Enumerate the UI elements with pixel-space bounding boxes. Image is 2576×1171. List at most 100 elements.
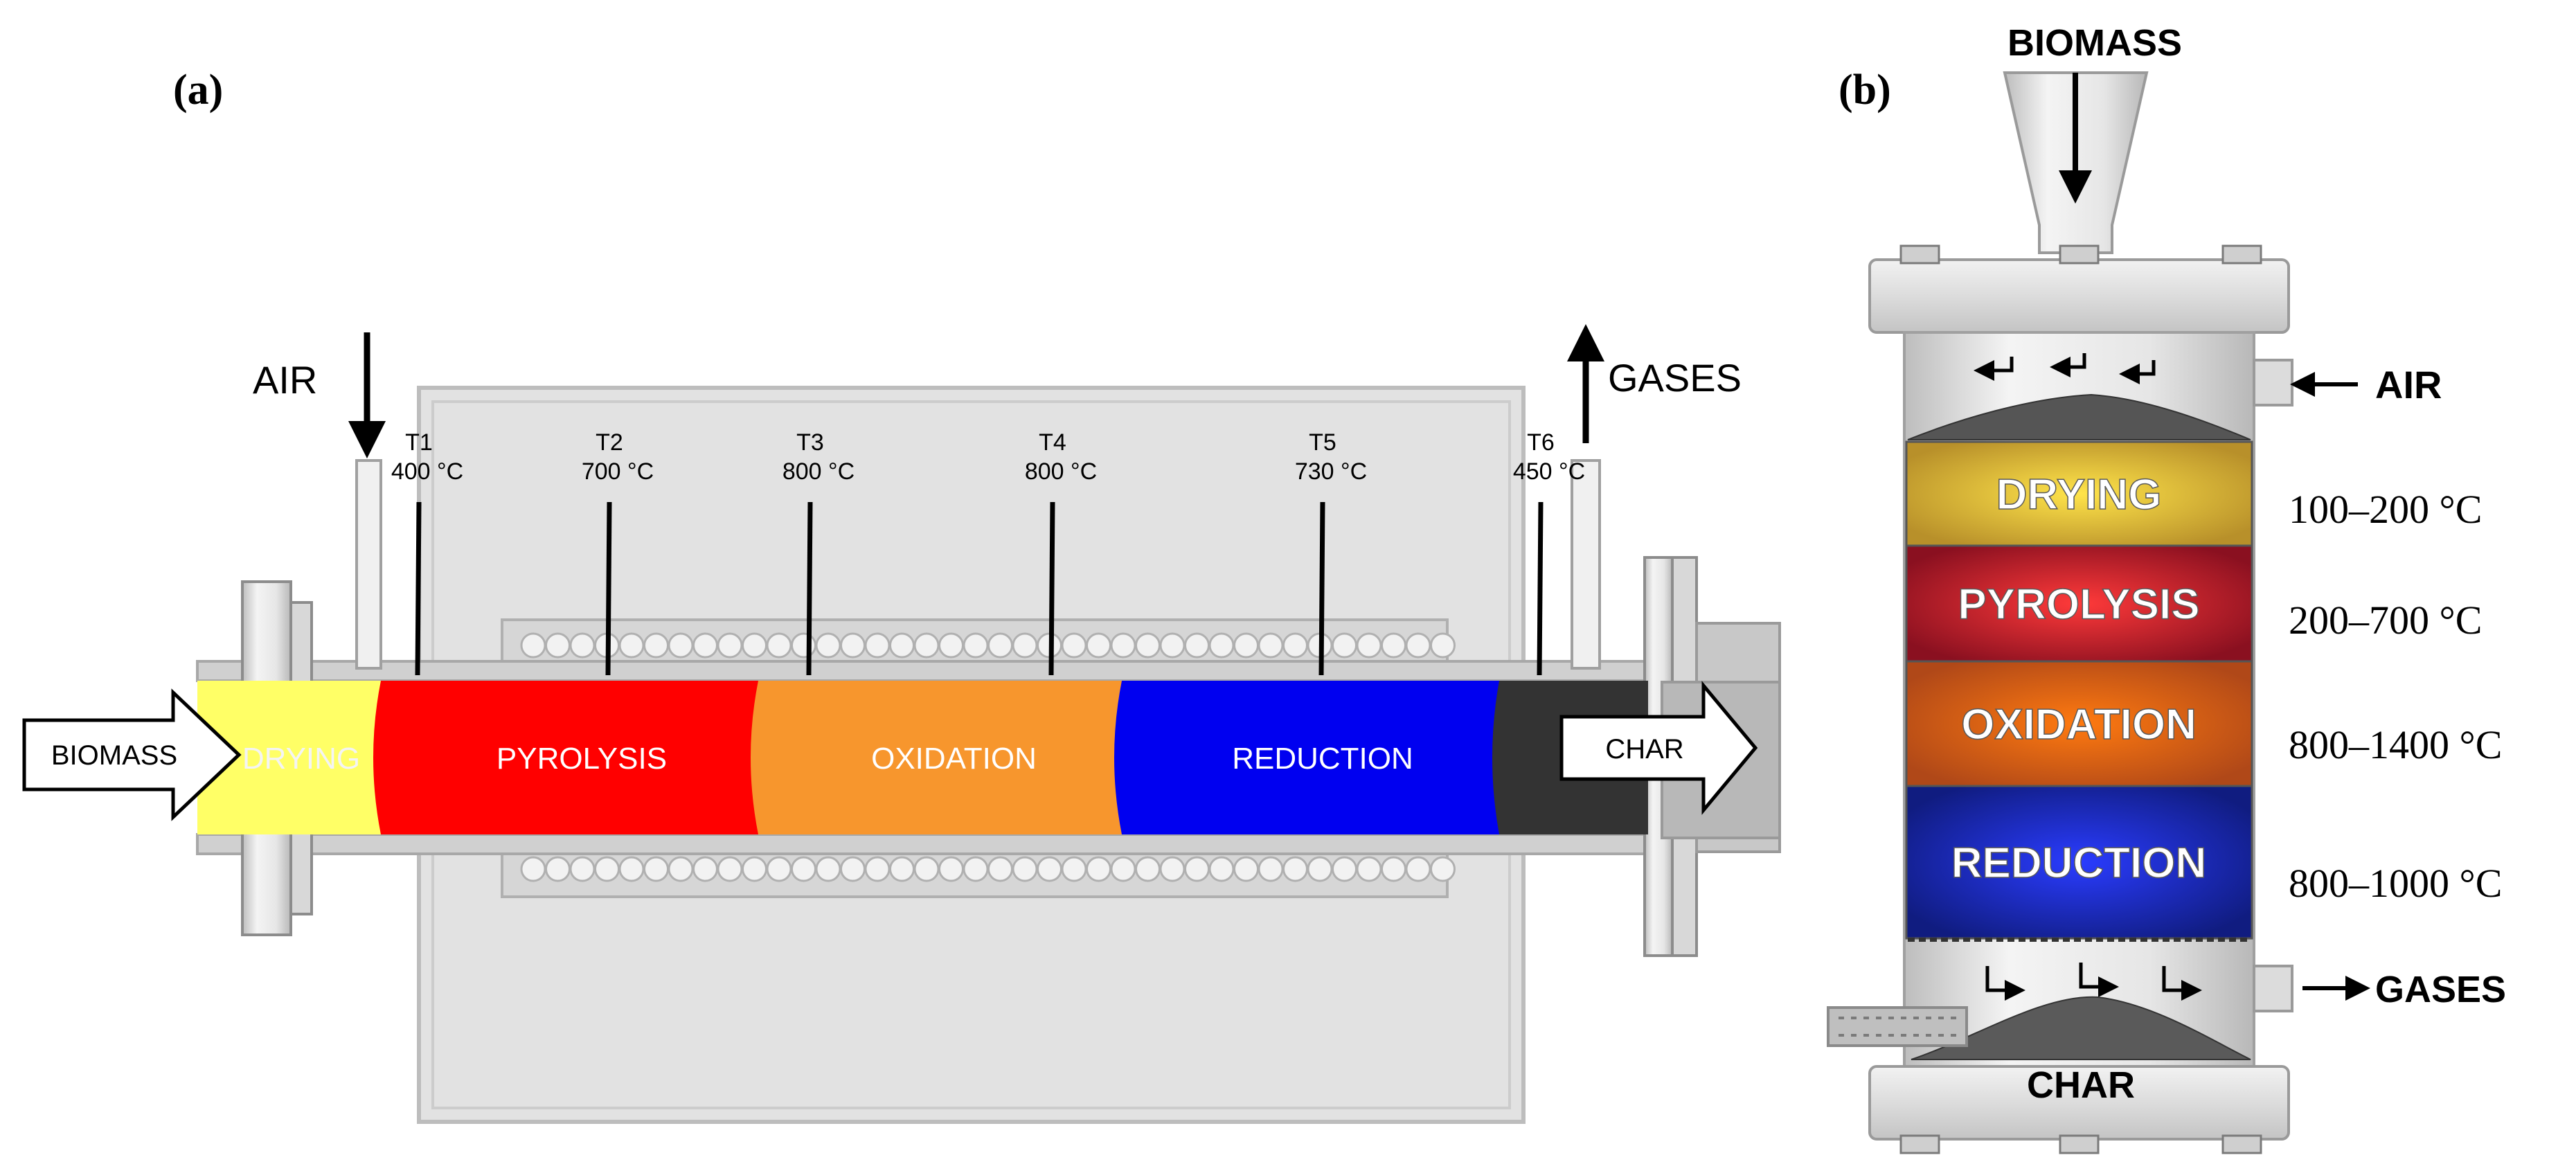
char-outlet-label: CHAR <box>1605 734 1683 765</box>
zone-b-oxidation: OXIDATION <box>1905 660 2253 787</box>
heater-coil <box>938 856 964 882</box>
zone-fill <box>197 681 391 834</box>
heater-coil <box>520 856 546 882</box>
reactor-zones: DRYING PYROLYSIS OXIDATION REDUCTION <box>197 681 1648 834</box>
char-outlet-arrow <box>1559 681 1758 815</box>
zone-pyrolysis: PYROLYSIS <box>373 681 769 834</box>
thermocouple-name: T5 <box>1309 429 1336 456</box>
heater-coil <box>1110 856 1136 882</box>
heater-coil <box>545 856 571 882</box>
gas-outlet-label-b: GASES <box>2375 969 2506 1010</box>
heater-coil <box>1135 856 1161 882</box>
thermocouple-name: T2 <box>596 429 623 456</box>
air-inlet-pipe <box>2253 359 2293 406</box>
heater-coil <box>963 632 989 659</box>
zone-label: PYROLYSIS <box>1958 581 2199 629</box>
zone-label: OXIDATION <box>871 742 1037 776</box>
heater-coil <box>791 632 816 659</box>
zone-label: DRYING <box>242 742 360 776</box>
air-flow-arrows <box>1974 353 2156 384</box>
heater-coil <box>1282 856 1308 882</box>
gases-outlet-label: GASES <box>1608 356 1742 400</box>
zone-label: REDUCTION <box>1232 742 1413 776</box>
heater-coil <box>569 632 596 659</box>
thermocouple-probe <box>1048 501 1055 676</box>
heater-coil <box>864 856 891 882</box>
heater-coil <box>1012 632 1038 659</box>
heater-coil <box>963 856 989 882</box>
char-heap <box>1911 996 2251 1060</box>
heater-coil <box>1159 856 1186 882</box>
heater-coil <box>1159 632 1186 659</box>
reactor-tube-wall-bottom <box>196 833 1681 855</box>
char-label-b: CHAR <box>2027 1064 2135 1106</box>
biomass-feed-label: BIOMASS <box>2007 22 2182 64</box>
heater-coil <box>1307 856 1333 882</box>
heater-coil <box>1208 856 1235 882</box>
heater-coil <box>1430 856 1456 882</box>
thermocouple-probe <box>1318 501 1325 676</box>
heater-coil <box>987 856 1013 882</box>
heater-coil <box>643 632 669 659</box>
reactor-top-lid <box>1868 258 2290 334</box>
thermocouple-temp: 700 °C <box>582 458 654 485</box>
heater-coils-bottom <box>520 856 1456 882</box>
biomass-inlet-label: BIOMASS <box>51 740 177 771</box>
heater-coil <box>668 632 694 659</box>
heater-coil <box>1110 632 1136 659</box>
heater-coil <box>545 632 571 659</box>
thermocouple-name: T4 <box>1039 429 1066 456</box>
heater-coil <box>520 632 546 659</box>
zone-b-reduction: REDUCTION <box>1905 785 2253 940</box>
thermocouple-temp: 400 °C <box>391 458 463 485</box>
heater-coil <box>1405 856 1431 882</box>
heater-coil <box>1356 856 1382 882</box>
heater-coil <box>889 632 915 659</box>
thermocouple-name: T6 <box>1527 429 1555 456</box>
heater-coil <box>791 856 816 882</box>
air-port <box>355 459 382 670</box>
air-inlet-label: AIR <box>253 358 317 402</box>
zone-fill <box>373 681 769 834</box>
heater-coil <box>1184 632 1210 659</box>
thermocouple-temp: 450 °C <box>1513 458 1585 485</box>
heater-coil <box>692 632 718 659</box>
heater-coil <box>864 632 891 659</box>
heater-coil <box>840 856 866 882</box>
heater-coil <box>742 632 767 659</box>
heater-coil <box>643 856 669 882</box>
heater-coil <box>1086 856 1111 882</box>
heater-coil <box>569 856 596 882</box>
heater-coil <box>717 856 743 882</box>
heater-coil <box>1332 632 1357 659</box>
temperature-range: 100–200 °C <box>2289 487 2482 532</box>
thermocouple-temp: 730 °C <box>1295 458 1367 485</box>
temperature-range: 800–1400 °C <box>2289 722 2502 767</box>
heater-coils-top <box>520 632 1456 659</box>
zone-fill <box>751 681 1136 834</box>
thermocouple-name: T1 <box>405 429 433 456</box>
heater-coil <box>1184 856 1210 882</box>
heater-coil <box>1381 632 1406 659</box>
zone-label: DRYING <box>1996 471 2162 519</box>
gas-flow-arrows <box>1985 963 2202 1001</box>
heater-coil <box>840 632 866 659</box>
temperature-range: 800–1000 °C <box>2289 861 2502 906</box>
thermocouple-temp: 800 °C <box>782 458 855 485</box>
heater-coil <box>692 856 718 882</box>
heater-coil <box>1258 632 1284 659</box>
zone-reduction: REDUCTION <box>1114 681 1510 834</box>
heater-coil <box>913 632 940 659</box>
zone-fill <box>1114 681 1510 834</box>
heater-coil <box>889 856 915 882</box>
zone-fill <box>1905 660 2253 787</box>
heater-coil <box>766 856 792 882</box>
heater-coil <box>815 856 841 882</box>
heater-coil <box>1037 856 1062 882</box>
char-screw <box>1827 1006 1968 1047</box>
